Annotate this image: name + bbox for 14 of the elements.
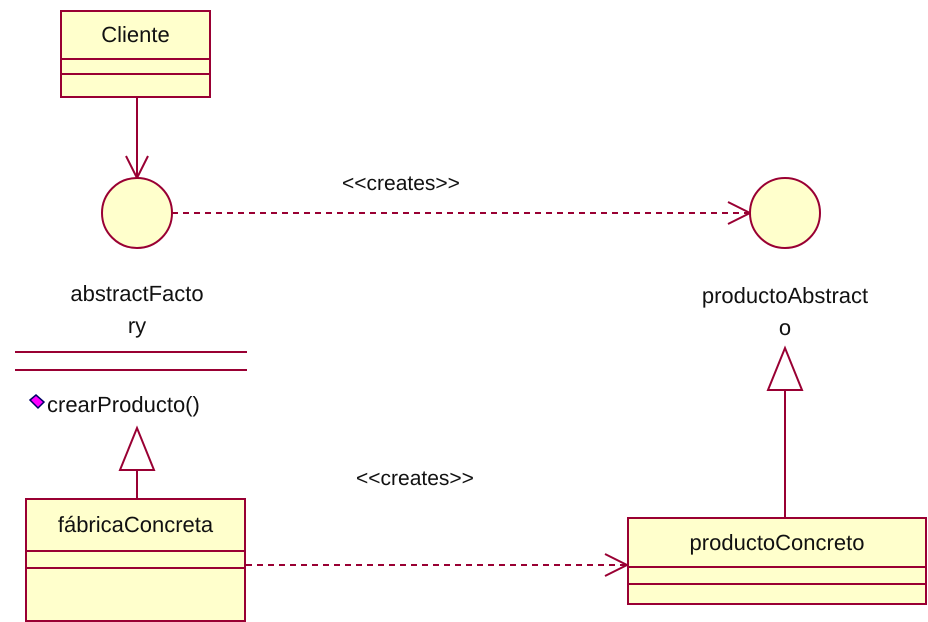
dependency-arrow	[172, 201, 751, 225]
method-name: crearProducto()	[47, 392, 200, 418]
class-name: fábricaConcreta	[27, 500, 244, 552]
interface-name: productoAbstracto	[700, 282, 870, 342]
interface-name: abstractFactory	[70, 280, 204, 340]
dependency-arrow	[246, 553, 628, 577]
generalization-arrow	[119, 427, 155, 498]
class-name: productoConcreto	[629, 519, 925, 568]
class-box	[25, 498, 246, 622]
generalization-arrow	[767, 347, 803, 517]
class-box	[627, 517, 927, 605]
association-arrow	[125, 98, 149, 179]
class-name: Cliente	[62, 12, 209, 60]
class-box	[60, 10, 211, 98]
